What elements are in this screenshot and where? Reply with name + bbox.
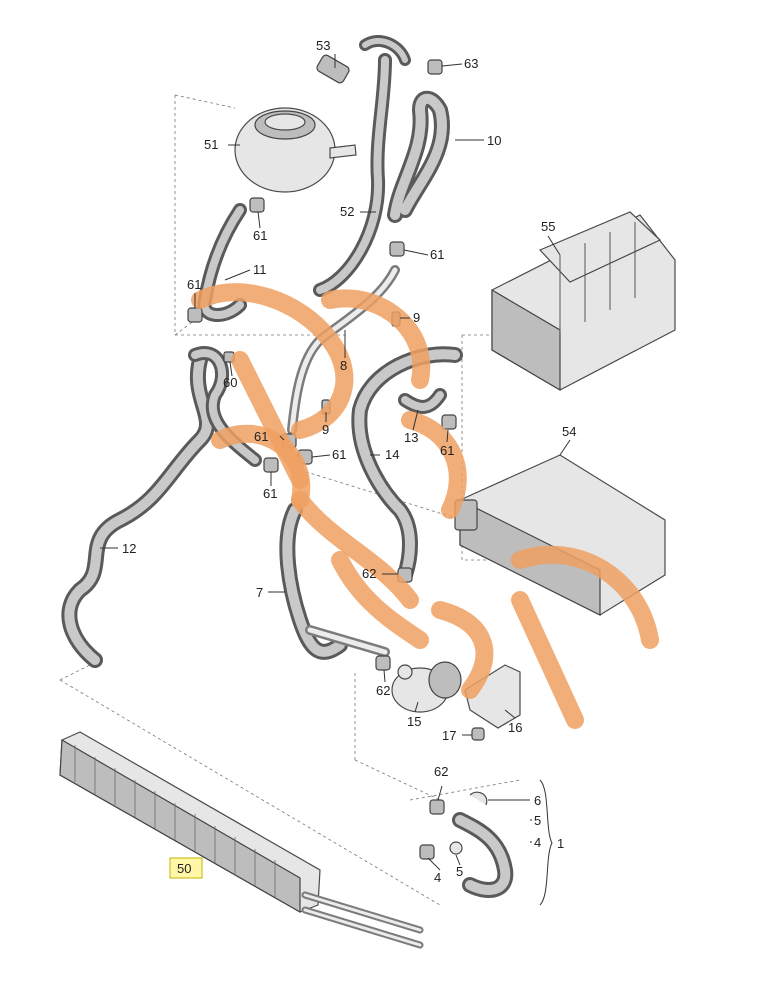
bracket-16[interactable] xyxy=(464,664,521,729)
callout-7[interactable]: 7 xyxy=(256,585,263,600)
callout-5-b[interactable]: 5 xyxy=(456,864,463,879)
callout-4-a[interactable]: 4 xyxy=(534,835,541,850)
callout-63[interactable]: 63 xyxy=(464,56,478,71)
callout-61-b[interactable]: 61 xyxy=(430,247,444,262)
callout-61-d[interactable]: 61 xyxy=(254,429,268,444)
highlight-box-50 xyxy=(169,857,203,879)
callout-8[interactable]: 8 xyxy=(340,358,347,373)
callout-9-b[interactable]: 9 xyxy=(322,422,329,437)
callout-54[interactable]: 54 xyxy=(562,424,576,439)
callout-52[interactable]: 52 xyxy=(340,204,354,219)
callout-55[interactable]: 55 xyxy=(541,219,555,234)
callout-50[interactable]: 50 xyxy=(177,861,191,876)
watermark-logo xyxy=(191,283,659,729)
callout-62-a[interactable]: 62 xyxy=(362,566,376,581)
power-electronics-55[interactable] xyxy=(491,211,676,392)
callout-60[interactable]: 60 xyxy=(223,375,237,390)
callout-51[interactable]: 51 xyxy=(204,137,218,152)
callout-61-g[interactable]: 61 xyxy=(263,486,277,501)
callout-9-a[interactable]: 9 xyxy=(413,310,420,325)
callout-1[interactable]: 1 xyxy=(557,836,564,851)
radiator-fins xyxy=(74,745,276,897)
callout-62-b[interactable]: 62 xyxy=(376,683,390,698)
callout-61-c[interactable]: 61 xyxy=(187,277,201,292)
callout-62-c[interactable]: 62 xyxy=(434,764,448,779)
callout-61-f[interactable]: 61 xyxy=(332,447,346,462)
callout-14[interactable]: 14 xyxy=(385,447,399,462)
callout-4-b[interactable]: 4 xyxy=(434,870,441,885)
callout-61-e[interactable]: 61 xyxy=(440,443,454,458)
callout-5-a[interactable]: 5 xyxy=(534,813,541,828)
callout-6[interactable]: 6 xyxy=(534,793,541,808)
callout-16[interactable]: 16 xyxy=(508,720,522,735)
leader-lines xyxy=(100,54,571,906)
expansion-tank-51[interactable] xyxy=(234,107,357,193)
callout-10[interactable]: 10 xyxy=(487,133,501,148)
callout-11[interactable]: 11 xyxy=(253,262,267,277)
callout-13[interactable]: 13 xyxy=(404,430,418,445)
callout-17[interactable]: 17 xyxy=(442,728,456,743)
coolant-pump-15[interactable] xyxy=(391,661,462,713)
callout-15[interactable]: 15 xyxy=(407,714,421,729)
callout-53[interactable]: 53 xyxy=(316,38,330,53)
callout-12[interactable]: 12 xyxy=(122,541,136,556)
radiator-50[interactable] xyxy=(59,731,424,949)
callout-labels: 53 63 51 10 52 61 61 55 61 11 9 8 60 61 … xyxy=(122,38,576,885)
callout-61-a[interactable]: 61 xyxy=(253,228,267,243)
clamps-and-fittings xyxy=(187,54,488,860)
